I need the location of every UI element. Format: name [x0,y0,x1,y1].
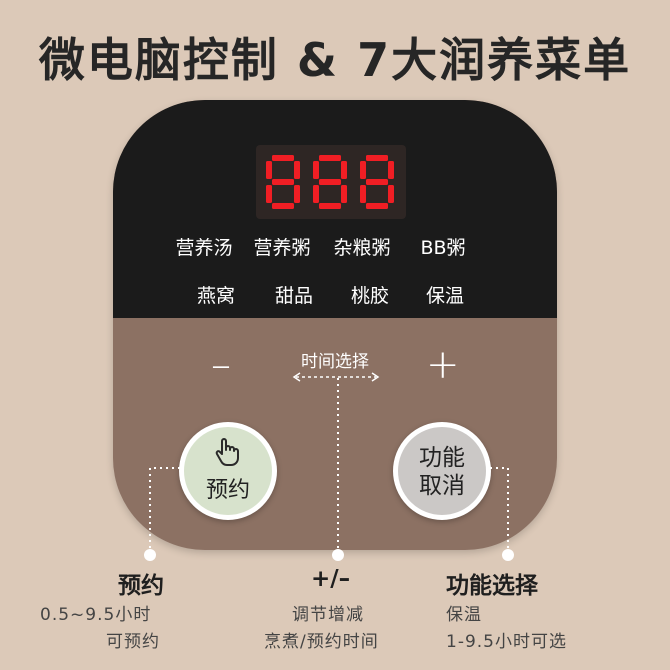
mode-yanwo[interactable]: 燕窝 [196,285,235,307]
panel-top-section: 营养汤 营养粥 杂粮粥 BB粥 燕窝 甜品 桃胶 保温 [113,100,557,318]
cancel-button-label-line2: 取消 [419,473,465,499]
led-segment [272,155,294,161]
led-segment [366,203,388,209]
mode-bb-zhou[interactable]: BB粥 [420,237,466,259]
led-segment [366,155,388,161]
cancel-button-label-line1: 功能 [419,445,465,471]
led-segment [360,185,366,203]
led-segment [266,185,272,203]
plus-button[interactable]: + [426,342,460,388]
led-segment [360,161,366,179]
time-select-label: 时间选择 [301,352,369,372]
led-segment [388,185,394,203]
reserve-caption-title: 预约 [118,573,164,599]
reserve-button[interactable]: 预约 [179,422,277,520]
headline: 微电脑控制 & 7大润养菜单 [38,33,632,87]
function-caption-line1: 保温 [446,605,482,625]
function-cancel-button[interactable]: 功能 取消 [393,422,491,520]
reserve-caption-line1: 0.5~9.5小时 [40,605,152,625]
reserve-caption-line2: 可预约 [106,632,160,652]
mode-baowen[interactable]: 保温 [425,285,464,307]
mode-taojiao[interactable]: 桃胶 [350,285,389,307]
mode-zaliang-zhou[interactable]: 杂粮粥 [333,237,391,259]
led-digits [266,155,394,209]
led-segment [294,185,300,203]
mode-tianpin[interactable]: 甜品 [274,285,313,307]
led-segment [319,179,341,185]
led-segment [313,185,319,203]
led-digit [360,155,394,209]
function-caption-line2: 1-9.5小时可选 [446,632,567,652]
minus-button[interactable]: – [211,342,231,388]
led-segment [272,179,294,185]
control-panel: 营养汤 营养粥 杂粮粥 BB粥 燕窝 甜品 桃胶 保温 – 时间选择 + 预约 … [113,100,557,550]
reserve-button-label: 预约 [205,478,250,503]
led-segment [319,155,341,161]
led-segment [272,203,294,209]
led-segment [313,161,319,179]
led-digit [313,155,347,209]
led-segment [266,161,272,179]
led-display [256,145,406,219]
led-segment [366,179,388,185]
hand-pointer-icon [215,438,239,466]
adjust-caption-line1: 调节增减 [292,605,364,625]
mode-yingyang-zhou[interactable]: 营养粥 [253,237,311,259]
led-segment [319,203,341,209]
adjust-caption-title: +/– [311,566,351,592]
function-caption-title: 功能选择 [446,573,538,599]
double-arrow-icon [292,372,380,382]
led-segment [294,161,300,179]
led-segment [341,161,347,179]
adjust-caption-line2: 烹煮/预约时间 [264,632,379,652]
led-segment [341,185,347,203]
led-digit [266,155,300,209]
led-segment [388,161,394,179]
mode-yingyang-tang[interactable]: 营养汤 [175,237,233,259]
